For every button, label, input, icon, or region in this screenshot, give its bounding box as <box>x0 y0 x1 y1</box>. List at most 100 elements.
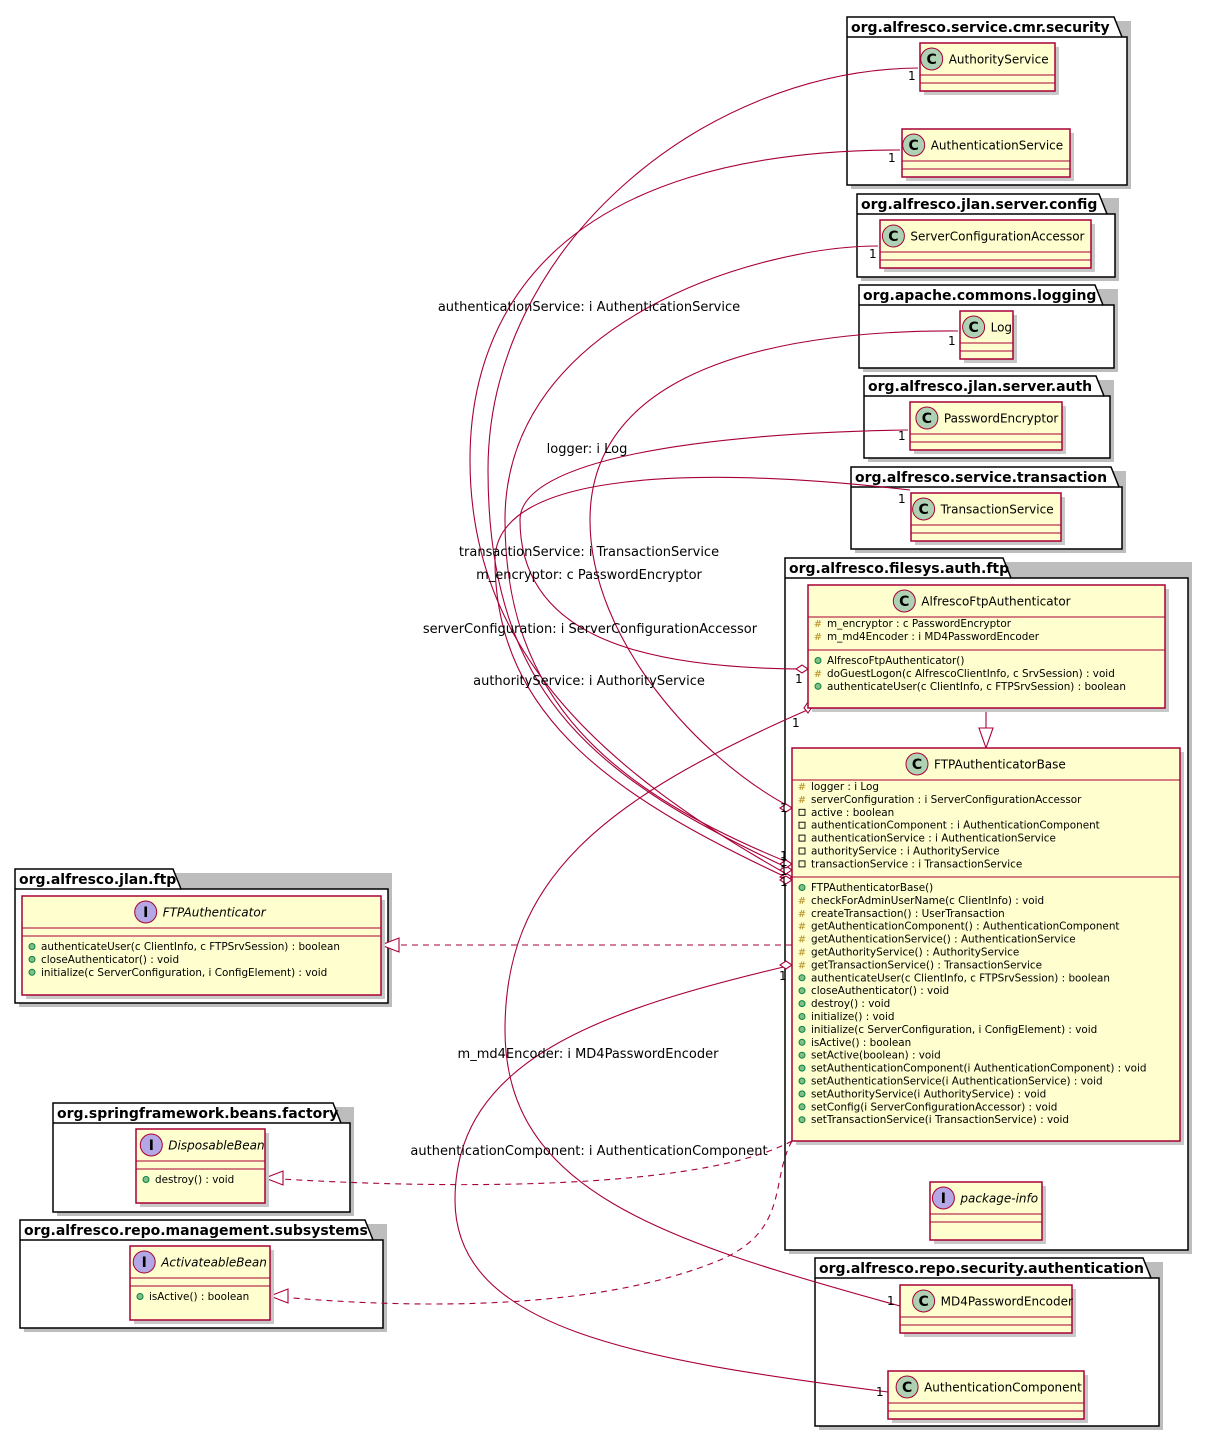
multiplicity-source: 1 <box>780 864 788 878</box>
class-method: authenticateUser(c ClientInfo, c FTPSrvS… <box>827 681 1126 693</box>
public-visibility-icon <box>798 1051 806 1059</box>
class-method: initialize() : void <box>811 1011 895 1023</box>
class-badge-icon: C <box>912 1289 936 1313</box>
class-field: authenticationService : i Authentication… <box>811 833 1056 845</box>
class-method: doGuestLogon(c AlfrescoClientInfo, c Srv… <box>827 668 1115 680</box>
multiplicity-source: 1 <box>795 672 803 686</box>
public-visibility-icon <box>798 1000 806 1008</box>
aggregation-line <box>504 707 901 1307</box>
class-method: getAuthenticationComponent() : Authentic… <box>811 921 1119 933</box>
aggregation-line <box>589 330 959 809</box>
class-box <box>807 584 1166 709</box>
class-method: setAuthorityService(i AuthorityService) … <box>811 1088 1046 1100</box>
multiplicity-source: 1 <box>780 801 788 815</box>
public-visibility-icon <box>28 955 36 963</box>
package-title: org.alfresco.jlan.server.config <box>861 197 1097 213</box>
interface-badge-icon: I <box>132 1250 156 1274</box>
class-box <box>21 895 382 996</box>
relation-impl-disp <box>263 1140 793 1186</box>
relation-transaction <box>494 476 911 885</box>
class-badge-icon: C <box>902 133 926 157</box>
package-title: org.alfresco.service.transaction <box>855 470 1107 486</box>
multiplicity-target: 1 <box>888 151 896 165</box>
public-visibility-icon <box>142 1176 150 1183</box>
class-name: ActivateableBean <box>160 1256 267 1270</box>
svg-text:C: C <box>968 320 978 336</box>
aggregation-line <box>487 67 919 871</box>
class-method: FTPAuthenticatorBase() <box>811 882 933 894</box>
public-visibility-icon <box>798 1077 806 1085</box>
class-field: authorityService : i AuthorityService <box>811 846 1000 858</box>
svg-text:#: # <box>798 909 806 920</box>
class-method: destroy() : void <box>155 1174 234 1186</box>
class-field: authenticationComponent : i Authenticati… <box>811 820 1100 832</box>
class-badge-icon: C <box>892 589 916 613</box>
class-box <box>910 492 1062 542</box>
relation-authority <box>487 67 919 875</box>
multiplicity-target: 1 <box>898 429 906 443</box>
public-visibility-icon <box>136 1293 144 1300</box>
svg-text:C: C <box>918 502 928 518</box>
class-box <box>887 1370 1085 1420</box>
class-name: AuthenticationService <box>931 139 1063 153</box>
public-visibility-icon <box>814 657 822 664</box>
class-field: serverConfiguration : i ServerConfigurat… <box>811 794 1082 806</box>
class-method: isActive() : boolean <box>811 1037 911 1049</box>
class-box <box>879 219 1092 269</box>
multiplicity-target: 1 <box>898 492 906 506</box>
svg-text:C: C <box>922 411 932 427</box>
multiplicity-target: 1 <box>887 1294 895 1308</box>
aggregation-diamond <box>779 865 793 875</box>
aggregation-diamond <box>779 875 793 885</box>
class-name: Log <box>991 321 1012 335</box>
public-visibility-icon <box>28 943 36 950</box>
class-name: AuthorityService <box>949 53 1049 67</box>
class-name: TransactionService <box>940 503 1054 517</box>
relation-auth-comp <box>454 960 889 1393</box>
protected-visibility-icon: # <box>798 922 806 933</box>
class-method: AlfrescoFtpAuthenticator() <box>827 655 964 667</box>
public-visibility-icon <box>798 1064 806 1072</box>
class-method: authenticateUser(c ClientInfo, c FTPSrvS… <box>811 972 1110 984</box>
class-name: FTPAuthenticatorBase <box>934 758 1066 772</box>
package-title: org.springframework.beans.factory <box>57 1106 338 1122</box>
protected-visibility-icon: # <box>814 632 822 643</box>
public-visibility-icon <box>814 682 822 690</box>
aggregation-line <box>504 245 879 865</box>
relation-impl-ftp <box>379 937 792 953</box>
class-badge-icon: C <box>920 47 944 71</box>
interface-badge-icon: I <box>931 1186 955 1210</box>
class-name: AlfrescoFtpAuthenticator <box>921 595 1070 609</box>
class-badge-icon: C <box>912 497 936 521</box>
class-method: initialize(c ServerConfiguration, i Conf… <box>811 1024 1097 1036</box>
package-title: org.alfresco.jlan.server.auth <box>868 379 1092 395</box>
class-name: AuthenticationComponent <box>924 1381 1082 1395</box>
svg-text:C: C <box>888 229 898 245</box>
class-method: checkForAdminUserName(c ClientInfo) : vo… <box>811 895 1044 907</box>
class-method: closeAuthenticator() : void <box>811 985 949 997</box>
protected-visibility-icon: # <box>798 795 806 806</box>
class-method: setAuthenticationService(i Authenticatio… <box>811 1076 1103 1088</box>
class-box <box>919 42 1056 92</box>
class-method: getAuthenticationService() : Authenticat… <box>811 934 1076 946</box>
class-badge-icon: C <box>881 224 905 248</box>
relation-encryptor <box>519 429 909 674</box>
class-badge-icon: C <box>895 1375 919 1399</box>
aggregation-line <box>469 149 901 878</box>
class-authority-service: C AuthorityService <box>919 42 1059 95</box>
class-box <box>791 747 1181 1142</box>
class-method: closeAuthenticator() : void <box>41 954 179 966</box>
class-method: setAuthenticationComponent(i Authenticat… <box>811 1063 1146 1075</box>
class-field: m_md4Encoder : i MD4PasswordEncoder <box>827 631 1040 643</box>
public-visibility-icon <box>798 987 806 995</box>
class-name: ServerConfigurationAccessor <box>910 230 1084 244</box>
multiplicity-target: 1 <box>876 1385 884 1399</box>
class-method: isActive() : boolean <box>149 1291 249 1303</box>
class-method: setConfig(i ServerConfigurationAccessor)… <box>811 1101 1057 1113</box>
svg-text:I: I <box>149 1138 154 1154</box>
